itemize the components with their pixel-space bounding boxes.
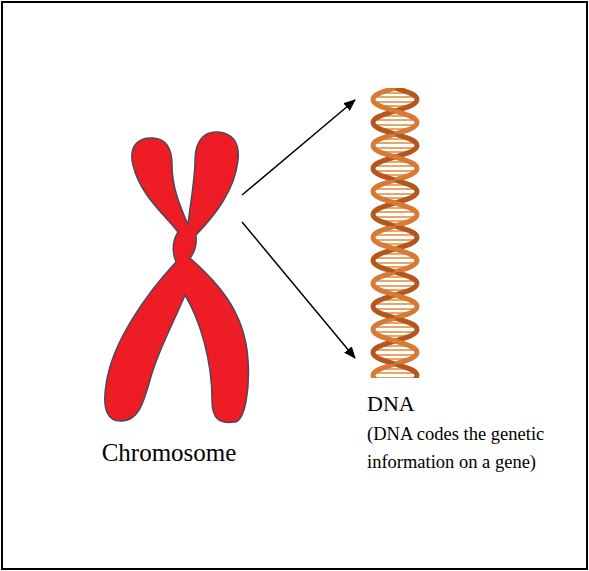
- chromosome-node: Chromosome: [96, 128, 242, 473]
- pointer-arrow: [242, 100, 355, 195]
- pointer-arrow: [242, 222, 355, 358]
- dna-label: DNA: [355, 390, 555, 418]
- dna-helix-illustration: [355, 85, 555, 390]
- chromosome-illustration: [96, 128, 242, 438]
- dna-strands: [365, 88, 425, 378]
- chromosome-body: [105, 132, 249, 423]
- dna-node: DNA(DNA codes the genetic information on…: [355, 85, 555, 505]
- dna-description: (DNA codes the genetic information on a …: [355, 420, 545, 476]
- chromosome-label: Chromosome: [86, 438, 252, 468]
